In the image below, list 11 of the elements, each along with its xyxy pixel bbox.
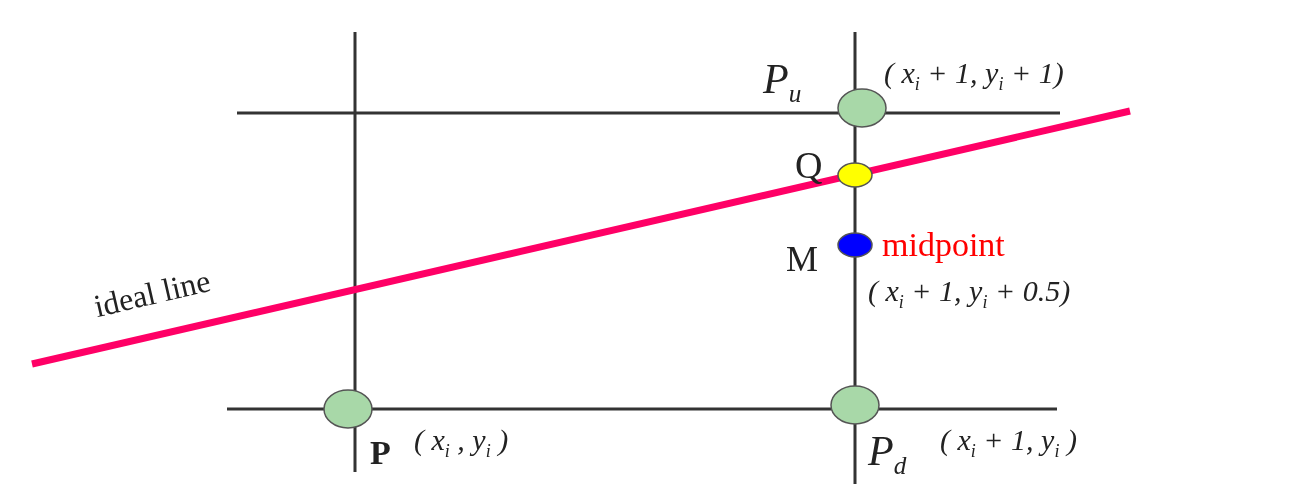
midpoint-label: midpoint <box>882 228 1005 262</box>
coordinate-label: ( x$_{i}$ + 1, y$_{i}$ + 1) <box>884 58 1064 93</box>
coordinate-label: ( x$_{i}$ + 1, y$_{i}$ ) <box>940 425 1077 460</box>
point-label: P$_{d}$ <box>868 430 907 479</box>
point-label: P <box>370 436 391 470</box>
coordinate-label: ( x$_{i}$ + 1, y$_{i}$ + 0.5) <box>868 276 1071 311</box>
coordinate-label: ( x$_{i}$ , y$_{i}$ ) <box>414 425 509 460</box>
point-label: P$_{u}$ <box>763 58 802 107</box>
point-label: Q <box>795 146 823 184</box>
point-label: M <box>786 241 818 277</box>
line-label: ideal line <box>90 264 214 322</box>
